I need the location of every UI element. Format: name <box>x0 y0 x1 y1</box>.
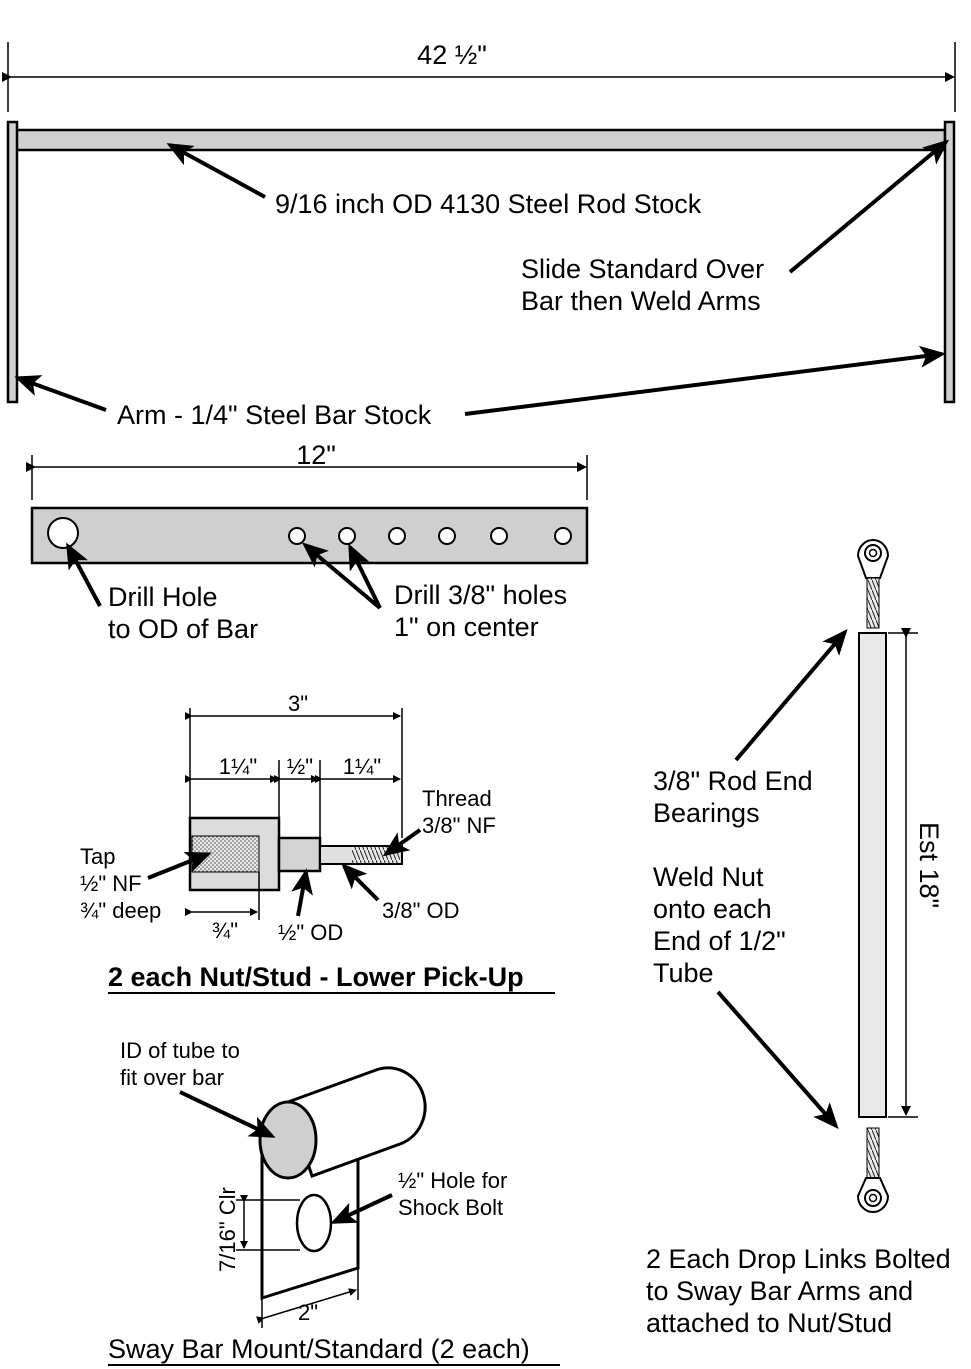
weld-line4: Tube <box>653 958 714 988</box>
nut-stud-title: 2 each Nut/Stud - Lower Pick-Up <box>108 962 524 992</box>
shoulder <box>277 836 322 873</box>
thread-line2: 3/8" NF <box>422 813 496 838</box>
holes-arrow-1 <box>301 542 382 610</box>
nut-stud-detail: 3" 1¼" ½" 1¼" Thread 3/8" NF Tap ½" NF ¾… <box>80 691 555 994</box>
rod-label-arrow <box>166 143 266 199</box>
holes-arrow-2 <box>348 543 382 609</box>
slide-note-line1: Slide Standard Over <box>521 254 764 284</box>
top-rod-end-bearing <box>856 539 890 629</box>
bearings-line2: Bearings <box>653 798 760 828</box>
bottom-rod-end-bearing <box>856 1127 890 1213</box>
nut-overall-label: 3" <box>288 691 308 716</box>
shock-hole-1 <box>288 527 306 545</box>
length-label: Est 18" <box>914 822 944 908</box>
mount-detail: ID of tube to fit over bar ½" Hole for S… <box>108 1038 560 1366</box>
hole-arrow <box>330 1193 393 1224</box>
holes-line1: Drill 3/8" holes <box>394 580 567 610</box>
tap-line2: ½" NF <box>80 871 142 896</box>
caption-line3: attached to Nut/Stud <box>646 1308 892 1338</box>
stud-od-arrow <box>341 863 380 902</box>
mid-od-label: ½" OD <box>278 920 343 945</box>
shock-hole-4 <box>438 527 456 545</box>
mount-title: Sway Bar Mount/Standard (2 each) <box>108 1334 530 1364</box>
bearings-line1: 3/8" Rod End <box>653 766 813 796</box>
slide-note-line2: Bar then Weld Arms <box>521 286 761 316</box>
shock-hole-6 <box>554 527 572 545</box>
shock-bolt-hole <box>295 1193 333 1253</box>
rod-label: 9/16 inch OD 4130 Steel Rod Stock <box>275 189 702 219</box>
tube-line2: fit over bar <box>120 1065 224 1090</box>
overall-length-label: 42 ½" <box>417 40 487 70</box>
mid-od-arrow <box>291 868 313 917</box>
mount-tube <box>286 1066 427 1178</box>
left-arm <box>6 120 19 404</box>
hole-line2: Shock Bolt <box>398 1195 503 1220</box>
bar-od-hole <box>47 517 79 549</box>
weld-line3: End of 1/2" <box>653 926 786 956</box>
arm-label-arrow-left <box>14 375 107 412</box>
seg3-label: 1¼" <box>343 754 381 779</box>
caption-line2: to Sway Bar Arms and <box>646 1276 913 1306</box>
arm-detail: 12" Drill Hole to OD of Bar Drill 3/8" h… <box>26 440 589 644</box>
tap-arrow <box>147 851 212 880</box>
sway-bar-assembly: 42 ½" 9/16 inch OD 4130 Steel Rod Stock … <box>2 40 956 430</box>
holes-line2: 1" on center <box>394 612 539 642</box>
slide-note-arrow <box>788 139 950 274</box>
thread-arrow <box>382 828 422 857</box>
weld-line1: Weld Nut <box>653 862 764 892</box>
depth-label: ¾" <box>212 918 238 943</box>
hole-line1: ½" Hole for <box>398 1168 507 1193</box>
caption-line1: 2 Each Drop Links Bolted <box>646 1244 951 1274</box>
drill-hole-line2: to OD of Bar <box>108 614 258 644</box>
arm-label-arrow-right <box>464 345 946 416</box>
tapped-bore <box>191 835 260 873</box>
weld-arrow <box>716 990 839 1130</box>
weld-line2: onto each <box>653 894 772 924</box>
shock-hole-2 <box>338 527 356 545</box>
tap-line1: Tap <box>80 844 115 869</box>
tube-line1: ID of tube to <box>120 1038 240 1063</box>
clearance-label: 7/16" Clr <box>215 1187 240 1272</box>
bearings-arrow <box>734 628 848 762</box>
steel-rod <box>13 128 947 152</box>
tube-end <box>258 1100 318 1180</box>
arm-length-label: 12" <box>296 440 336 470</box>
arm-label: Arm - 1/4" Steel Bar Stock <box>117 400 432 430</box>
thread-line1: Thread <box>422 786 492 811</box>
width-label: 2" <box>298 1300 318 1325</box>
drop-link-tube <box>858 632 887 1118</box>
seg1-label: 1¼" <box>219 754 257 779</box>
drop-link-detail: Est 18" 3/8" Rod End Bearings Weld Nut o… <box>646 539 951 1338</box>
tube-arrow <box>179 1090 276 1138</box>
shock-hole-3 <box>388 527 406 545</box>
stud-od-label: 3/8" OD <box>382 898 460 923</box>
seg2-label: ½" <box>287 754 313 779</box>
tap-line3: ¾" deep <box>80 898 161 923</box>
shock-hole-5 <box>490 527 508 545</box>
drill-hole-arrow <box>66 542 102 607</box>
right-arm <box>943 120 956 404</box>
width-dimension <box>256 1288 357 1324</box>
drill-hole-line1: Drill Hole <box>108 582 218 612</box>
